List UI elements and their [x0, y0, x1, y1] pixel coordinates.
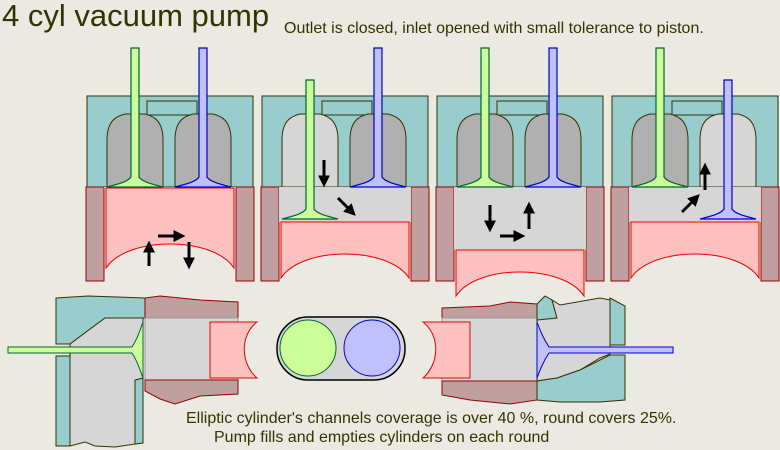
left-channel — [69, 317, 144, 448]
cyl3-chamber — [454, 187, 586, 250]
right-head-block-right — [609, 297, 626, 346]
cyl3-wall-left — [435, 186, 455, 282]
cyl4-inlet-valve — [631, 47, 689, 188]
left-cylinder-wall-bottom — [144, 379, 239, 405]
cyl4-wall-left — [610, 186, 630, 282]
cyl1-wall-right — [235, 186, 255, 282]
cyl1-wall-left — [85, 186, 105, 282]
inlet-port-circle — [279, 319, 337, 377]
left-head-lower-right — [134, 377, 144, 445]
cyl3-head-bridge — [496, 100, 548, 116]
right-piston — [421, 321, 471, 379]
cyl3-outlet-valve — [524, 47, 582, 188]
right-cylinder-wall-bottom — [441, 380, 538, 405]
cyl4-head-bridge — [671, 100, 723, 116]
note-coverage: Elliptic cylinder's channels coverage is… — [186, 410, 677, 427]
cyl2-wall-right — [410, 186, 430, 282]
left-piston — [209, 321, 259, 379]
cyl2-arrow-down-right — [336, 196, 356, 216]
right-valve-assembly — [421, 295, 674, 405]
right-cylinder-wall-top — [441, 301, 538, 319]
cylinders-group — [85, 47, 780, 298]
right-head-lower — [536, 354, 626, 403]
cyl2-piston — [280, 221, 410, 280]
right-outlet-valve — [536, 321, 674, 379]
outlet-port-circle — [343, 319, 401, 377]
left-head-lower — [55, 355, 71, 447]
cyl1-inlet-valve — [106, 47, 164, 188]
cyl1-head-bridge — [146, 100, 198, 116]
cyl3-inlet-valve — [456, 47, 514, 188]
cyl3-wall-right — [585, 186, 605, 282]
cyl2-wall-left — [260, 186, 280, 282]
cyl4-arrow-up-right — [680, 194, 700, 214]
cyl1-piston — [105, 187, 235, 270]
note-fill-empty: Pump fills and empties cylinders on each… — [214, 429, 550, 446]
diagram-title: 4 cyl vacuum pump — [2, 0, 270, 33]
left-valve-assembly — [7, 295, 259, 448]
cyl1-outlet-valve — [174, 47, 232, 188]
cyl3-piston — [455, 249, 585, 298]
cyl2-outlet-valve — [349, 47, 407, 188]
cyl2-inlet-valve — [281, 79, 339, 220]
cyl4-wall-right — [760, 186, 780, 282]
cyl4-piston — [630, 221, 760, 280]
elliptic-port — [276, 316, 406, 381]
left-cylinder-wall-top — [144, 295, 239, 319]
diagram-subtitle: Outlet is closed, inlet opened with smal… — [284, 20, 704, 37]
cyl4-outlet-valve — [699, 79, 757, 220]
left-inlet-valve — [7, 321, 144, 379]
cyl2-head-bridge — [321, 100, 373, 116]
